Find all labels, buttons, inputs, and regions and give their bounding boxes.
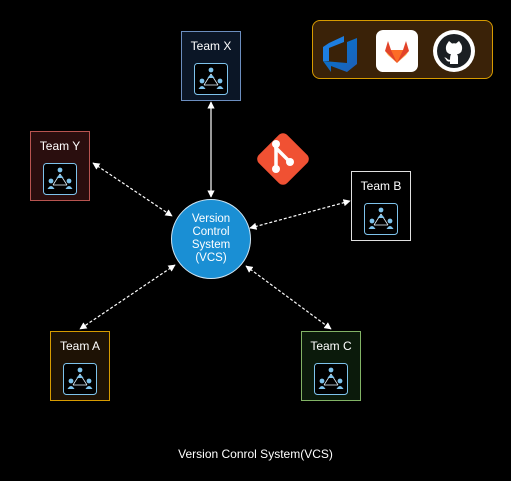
- team-x-label: Team X: [190, 39, 232, 53]
- diagram-caption: Version Conrol System(VCS): [178, 447, 333, 461]
- connector-team-c: [245, 265, 332, 330]
- vcs-tools-panel: [312, 20, 493, 79]
- team-group-icon: [364, 203, 398, 235]
- team-b-label: Team B: [360, 179, 402, 193]
- connector-team-y: [92, 162, 173, 217]
- team-a-label: Team A: [59, 339, 101, 353]
- team-group-icon: [194, 63, 228, 95]
- team-group-icon: [314, 363, 348, 395]
- team-group-icon: [43, 163, 77, 195]
- team-c-label: Team C: [310, 339, 352, 353]
- team-b-node[interactable]: Team B: [351, 171, 411, 241]
- team-x-node[interactable]: Team X: [181, 31, 241, 101]
- team-c-node[interactable]: Team C: [301, 331, 361, 401]
- team-group-icon: [63, 363, 97, 395]
- connector-team-a: [79, 264, 176, 330]
- team-y-label: Team Y: [39, 139, 81, 153]
- gitlab-icon: [376, 30, 418, 72]
- team-y-node[interactable]: Team Y: [30, 131, 90, 201]
- team-a-node[interactable]: Team A: [50, 331, 110, 401]
- connector-team-b: [249, 199, 351, 230]
- git-icon: [257, 133, 309, 185]
- github-icon: [433, 30, 475, 72]
- azure-devops-icon: [323, 36, 357, 72]
